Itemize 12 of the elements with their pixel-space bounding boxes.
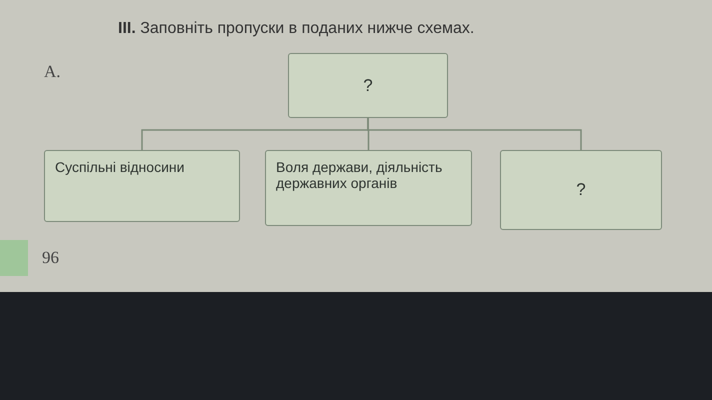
text-box xyxy=(44,150,240,222)
box-text: ? xyxy=(362,76,374,96)
item-letter: А. xyxy=(44,62,61,82)
text-box xyxy=(265,150,472,226)
task-heading: III. Заповніть пропуски в поданих нижче схемах. xyxy=(118,20,474,38)
text-box xyxy=(288,53,448,118)
box-text: Воля держави, діяльність державних органів xyxy=(276,159,444,192)
box-text: Суспільні відносини xyxy=(55,159,186,176)
connector-line xyxy=(367,118,582,150)
box-text: ? xyxy=(575,180,587,200)
page-number: 96 xyxy=(42,248,59,268)
text-box xyxy=(500,150,662,230)
